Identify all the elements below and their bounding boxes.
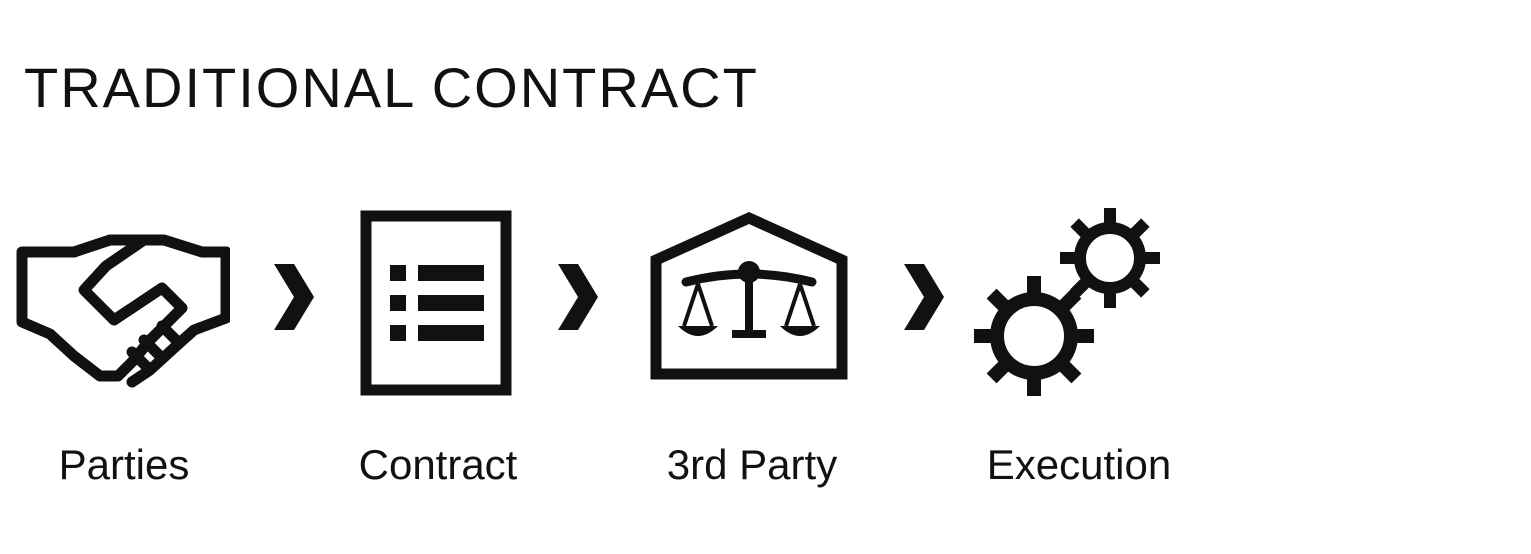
step-label-contract: Contract [358,441,518,488]
gears-icon [974,208,1160,396]
document-list-icon [360,210,512,396]
diagram-title: TRADITIONAL CONTRACT [24,56,759,119]
courthouse-scales-icon [650,211,848,380]
step-label-execution: Execution [986,441,1172,488]
handshake-icon [16,234,230,388]
step-label-parties: Parties [58,441,190,488]
step-label-3rd-party: 3rd Party [666,441,838,488]
chevron-right-icon [904,264,944,330]
chevron-right-icon [558,264,598,330]
chevron-right-icon [274,264,314,330]
